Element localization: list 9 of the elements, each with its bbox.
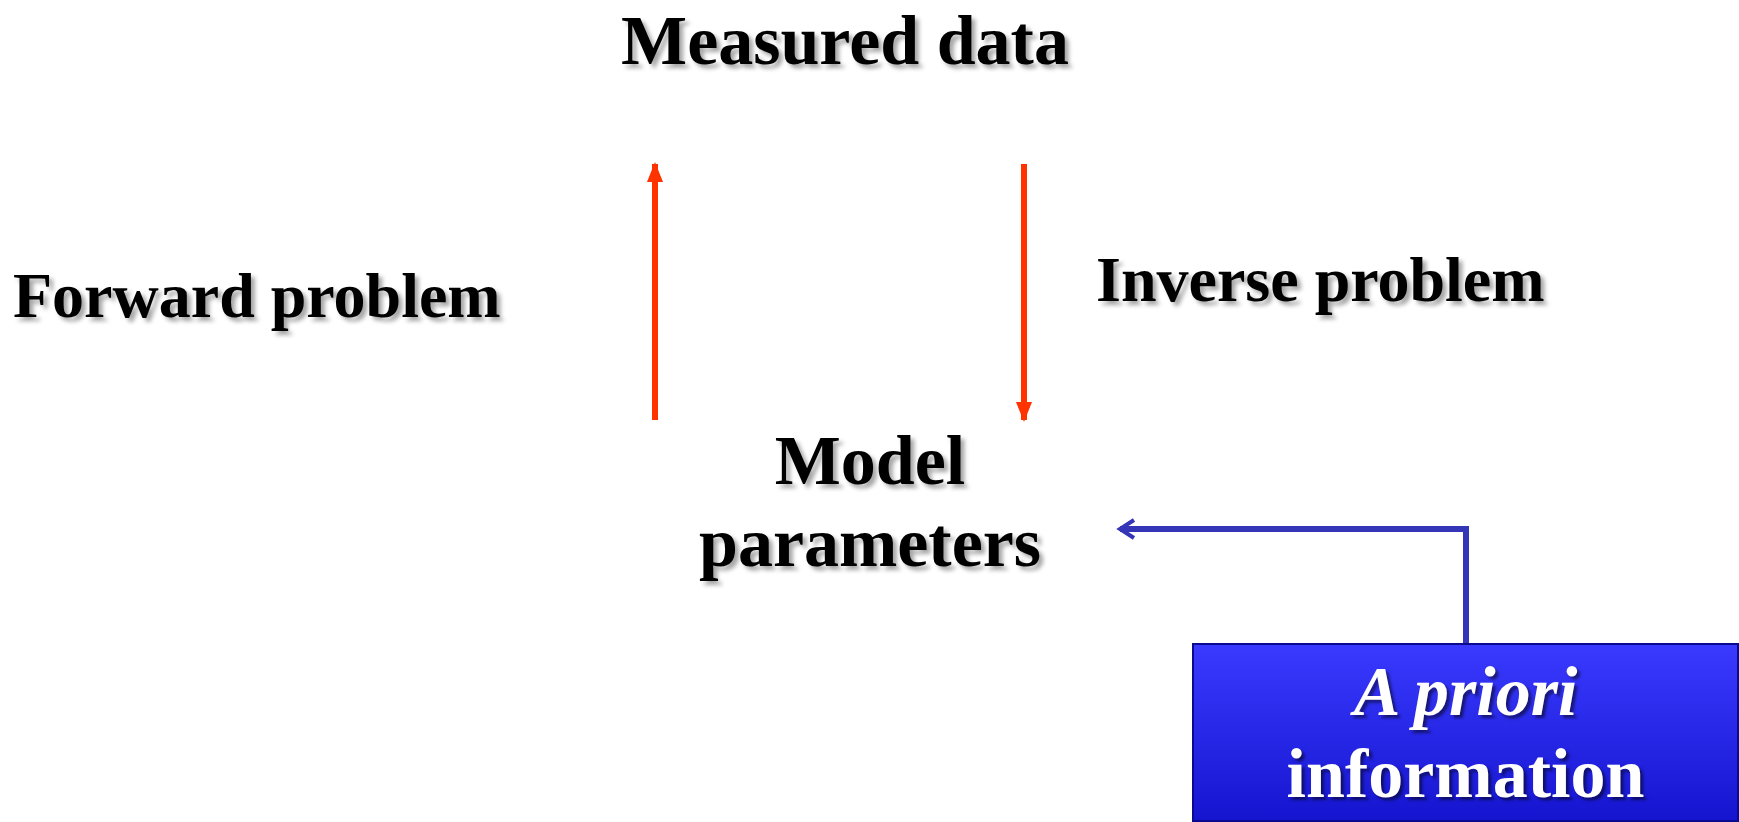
edge-label: Forward problem	[13, 259, 501, 333]
arrow	[1118, 518, 1469, 643]
box-label: A priori information	[1285, 652, 1646, 814]
arrow	[647, 162, 663, 420]
arrow	[1016, 164, 1032, 422]
node-label: Measured data	[621, 1, 1069, 81]
node-label: Model parameters	[697, 421, 1043, 583]
edge-label: Inverse problem	[1096, 243, 1545, 317]
info-box	[1192, 643, 1739, 822]
